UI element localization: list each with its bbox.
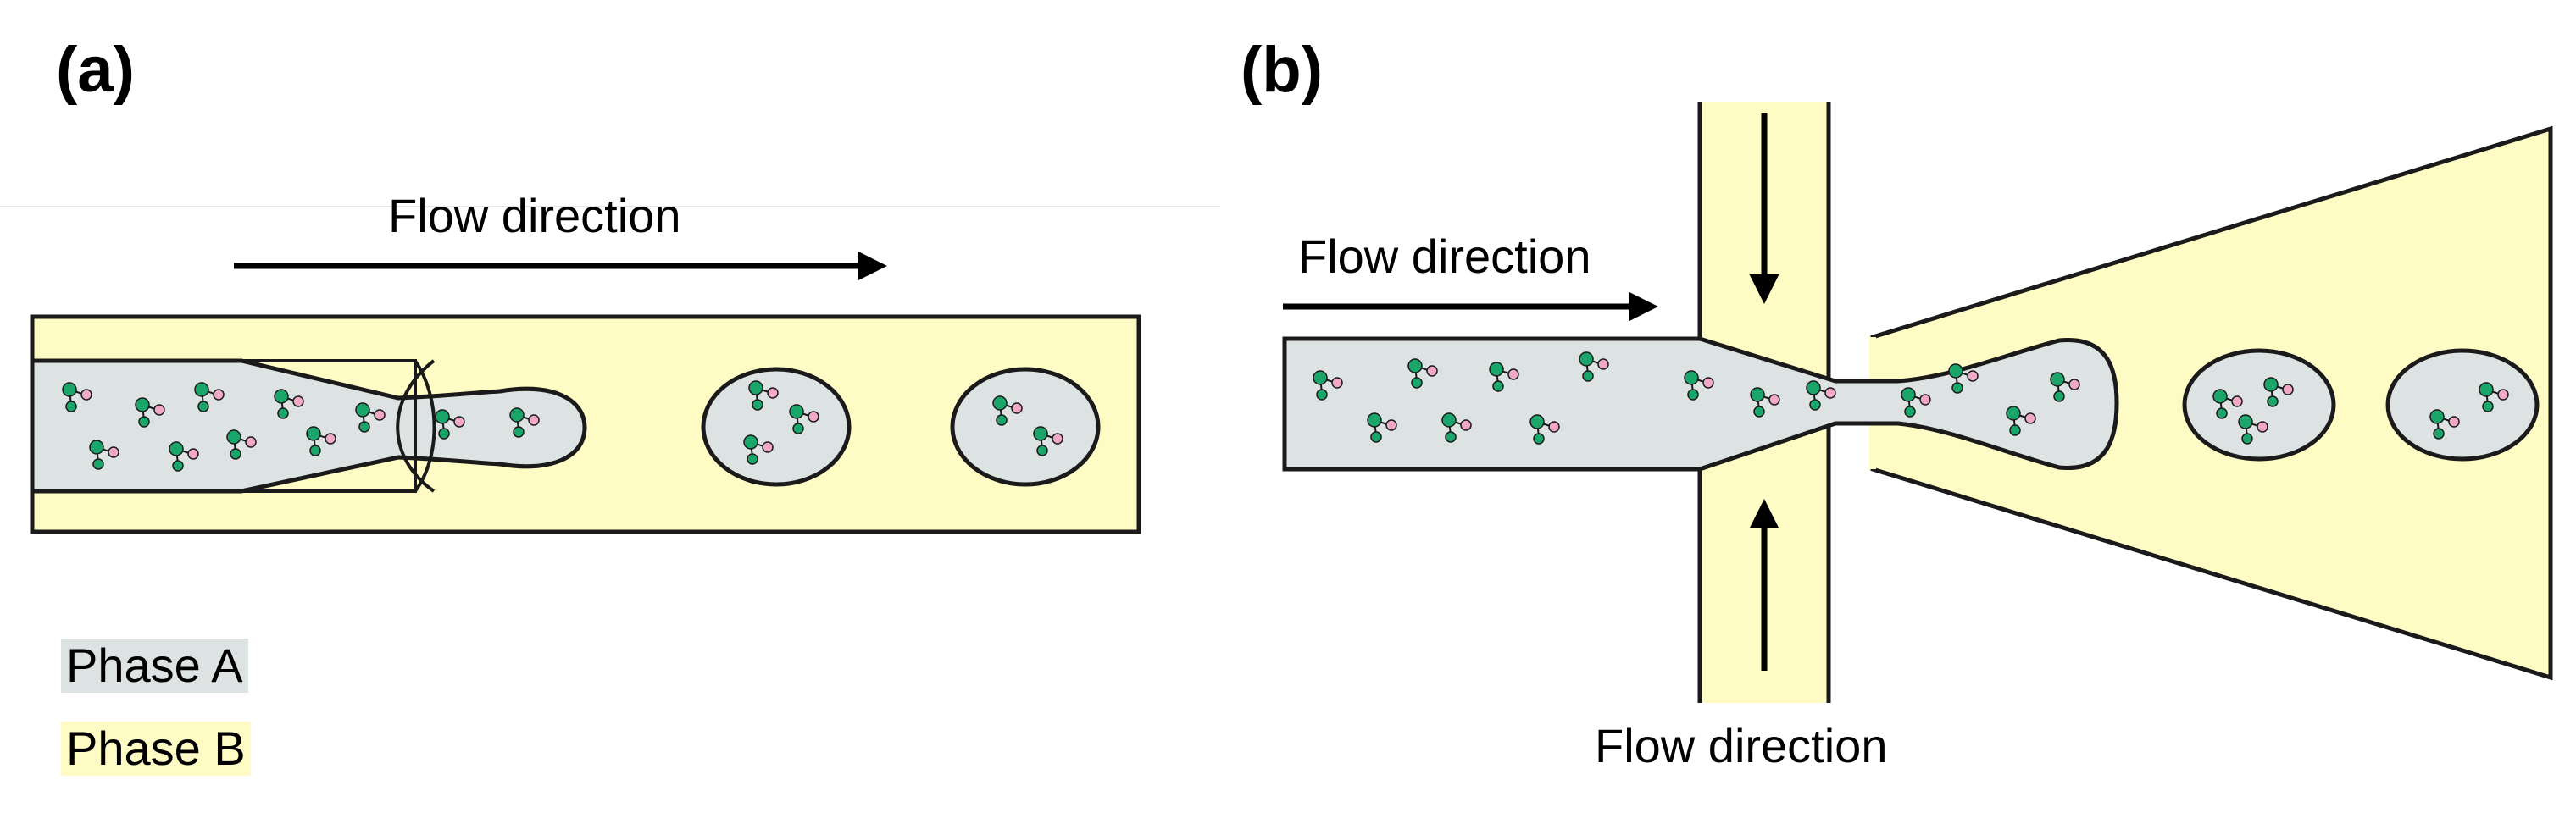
molecule-icon — [435, 409, 465, 440]
panel-b-label: (b) — [1241, 34, 1323, 106]
panel-b-flow-label-top: Flow direction — [1298, 230, 1591, 283]
panel-b-flow-label-bottom: Flow direction — [1595, 719, 1887, 772]
molecule-icon — [1313, 370, 1343, 401]
molecule-icon — [1489, 362, 1519, 392]
panel-a-meniscus-outer — [414, 359, 436, 493]
molecule-icon — [1441, 412, 1472, 443]
panel-a-droplet-2 — [950, 367, 1101, 487]
panel-a-molecules — [62, 380, 1063, 472]
molecule-icon — [62, 382, 92, 412]
molecule-icon — [2212, 389, 2243, 419]
molecule-icon — [355, 402, 386, 433]
molecule-icon — [306, 426, 336, 456]
molecule-icon — [1367, 412, 1397, 443]
panel-a-meniscus — [396, 359, 436, 493]
molecule-icon — [89, 440, 119, 470]
panel-a-droplet-1 — [701, 367, 852, 487]
molecule-icon — [743, 434, 774, 465]
molecule-icon — [1750, 387, 1780, 418]
molecule-icon — [1684, 370, 1714, 401]
molecule-icon — [1579, 351, 1609, 382]
panel-b-molecules — [1313, 351, 2509, 445]
molecule-icon — [2238, 414, 2268, 445]
panel-b: (b) Flow direction Flow direction — [1241, 34, 2553, 772]
legend-phase-b: Phase B — [61, 722, 251, 776]
molecule-icon — [194, 382, 225, 412]
panel-a-label: (a) — [56, 34, 135, 106]
molecule-icon — [274, 389, 304, 419]
molecule-icon — [2429, 409, 2460, 440]
molecule-icon — [1806, 380, 1836, 411]
molecule-icon — [1530, 414, 1560, 445]
molecule-icon — [1407, 358, 1438, 389]
molecule-icon — [1901, 387, 1931, 418]
molecule-icon — [2479, 382, 2509, 412]
molecule-icon — [169, 441, 199, 472]
panel-b-droplet-2 — [2385, 348, 2540, 462]
molecule-icon — [789, 404, 819, 434]
panel-a-nozzle — [32, 359, 417, 493]
molecule-icon — [748, 380, 779, 411]
molecule-icon — [509, 407, 540, 438]
molecule-icon — [226, 429, 257, 460]
molecule-icon — [992, 395, 1023, 426]
molecule-icon — [1033, 426, 1063, 456]
panel-a: (a) Flow direction — [30, 34, 1141, 534]
panel-a-flow-label: Flow direction — [388, 189, 680, 242]
molecule-icon — [2263, 377, 2294, 407]
legend-phase-a: Phase A — [61, 639, 248, 693]
molecule-icon — [2006, 406, 2036, 436]
molecule-icon — [135, 397, 165, 428]
molecule-icon — [2050, 372, 2080, 402]
panel-b-droplet-1 — [2182, 348, 2336, 462]
panel-a-phase-a-stream — [30, 358, 587, 494]
molecule-icon — [1948, 363, 1979, 394]
